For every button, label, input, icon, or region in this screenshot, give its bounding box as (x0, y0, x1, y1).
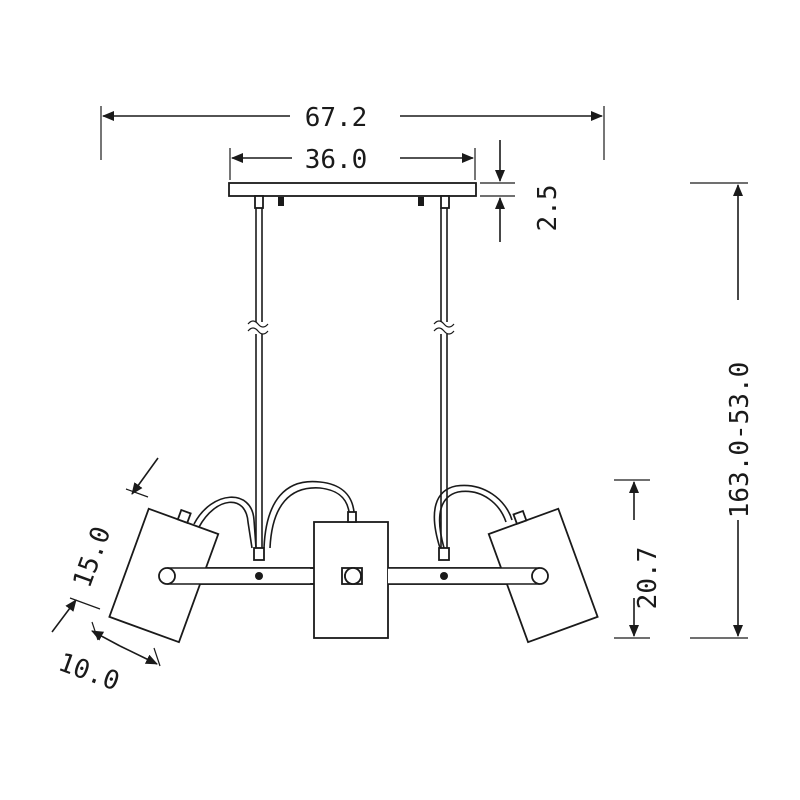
canopy (228, 182, 477, 209)
bar-end-caps (158, 567, 549, 585)
overall-height-dimension: 163.0-53.0 (690, 182, 755, 639)
shade-diameter-dimension: 10.0 (54, 621, 161, 698)
overall-width-label: 67.2 (305, 103, 368, 133)
shade-height-label: 15.0 (68, 523, 118, 592)
overall-height-label: 163.0-53.0 (725, 362, 755, 519)
canopy-width-label: 36.0 (305, 145, 368, 175)
canopy-width-dimension: 36.0 (229, 145, 476, 180)
power-cords (193, 480, 513, 549)
bar-to-bottom-dimension: 20.7 (614, 479, 663, 639)
bar-to-bottom-label: 20.7 (633, 547, 663, 610)
overall-width-dimension: 67.2 (100, 103, 605, 160)
shade-diameter-label: 10.0 (54, 648, 123, 698)
suspension-cables (247, 208, 455, 548)
canopy-height-label: 2.5 (533, 185, 563, 232)
canopy-height-dimension: 2.5 (480, 140, 563, 242)
